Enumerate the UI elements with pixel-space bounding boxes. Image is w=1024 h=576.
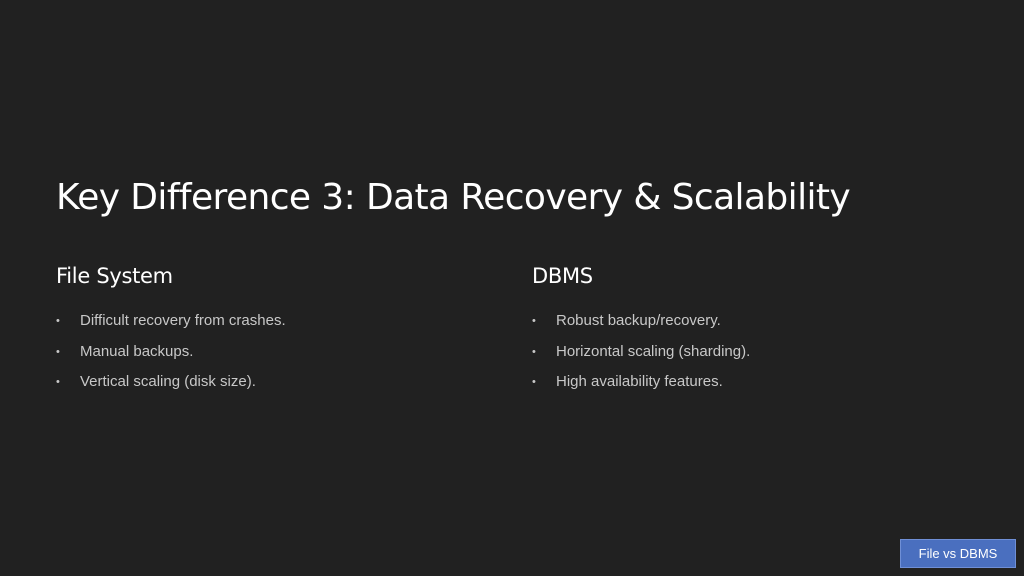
bullet-text: Robust backup/recovery. xyxy=(556,312,721,329)
file-system-bullet: • Vertical scaling (disk size). xyxy=(56,371,476,402)
bullet-text: Vertical scaling (disk size). xyxy=(80,373,256,390)
file-system-bullet: • Difficult recovery from crashes. xyxy=(56,310,476,341)
bullet-text: Difficult recovery from crashes. xyxy=(80,312,286,329)
bullet-icon: • xyxy=(532,315,536,327)
dbms-heading: DBMS xyxy=(532,264,593,288)
bullet-icon: • xyxy=(56,315,60,327)
slide-title: Key Difference 3: Data Recovery & Scalab… xyxy=(56,177,851,218)
bullet-text: High availability features. xyxy=(556,373,723,390)
dbms-bullet-list: • Robust backup/recovery. • Horizontal s… xyxy=(532,310,952,402)
dbms-bullet: • Horizontal scaling (sharding). xyxy=(532,341,952,372)
bullet-icon: • xyxy=(56,345,60,358)
bullet-text: Horizontal scaling (sharding). xyxy=(556,342,751,360)
footer-tag[interactable]: File vs DBMS xyxy=(900,539,1016,568)
bullet-icon: • xyxy=(532,376,536,388)
file-system-column: File System • Difficult recovery from cr… xyxy=(56,262,476,402)
bullet-icon: • xyxy=(56,376,60,388)
file-system-heading: File System xyxy=(56,264,173,288)
dbms-bullet: • Robust backup/recovery. xyxy=(532,310,952,341)
dbms-column: DBMS • Robust backup/recovery. • Horizon… xyxy=(532,262,952,402)
file-system-bullet: • Manual backups. xyxy=(56,341,476,372)
bullet-text: Manual backups. xyxy=(80,342,194,360)
file-system-bullet-list: • Difficult recovery from crashes. • Man… xyxy=(56,310,476,402)
bullet-icon: • xyxy=(532,345,536,358)
dbms-bullet: • High availability features. xyxy=(532,371,952,402)
